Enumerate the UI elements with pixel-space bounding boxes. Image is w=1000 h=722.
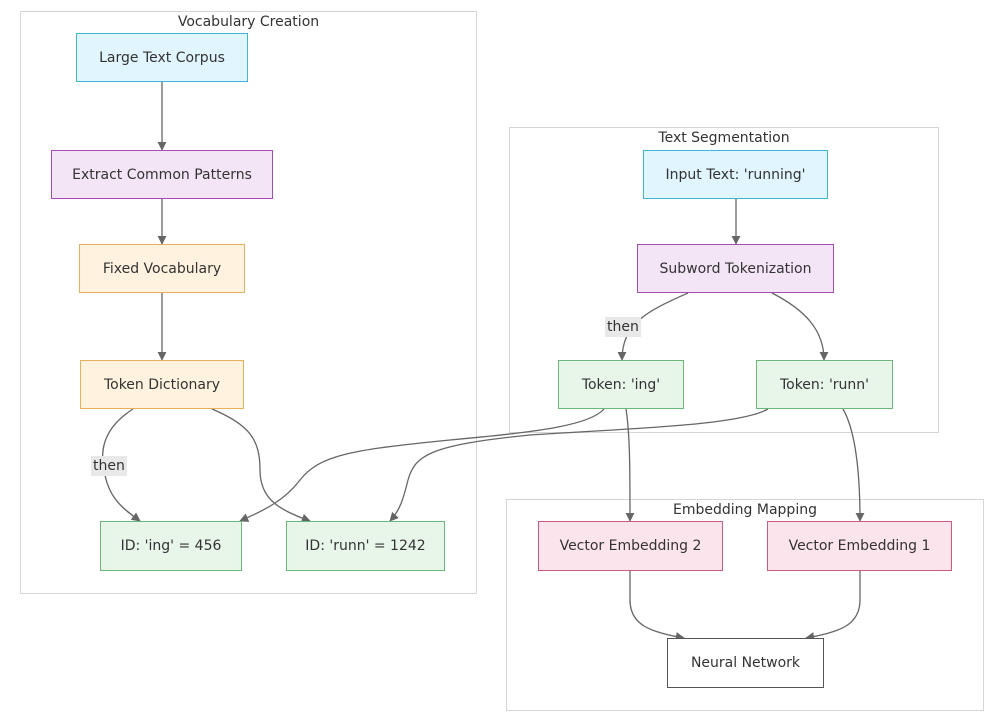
- edge-token-dictionary-id-runn: [211, 408, 311, 523]
- node-label: ID: 'ing' = 456: [120, 538, 222, 554]
- node-input-text[interactable]: Input Text: 'running': [643, 150, 828, 199]
- edge-token-runn-vec1: [842, 408, 865, 522]
- cluster-title: Embedding Mapping: [673, 502, 817, 518]
- edge-label-then: then: [91, 456, 127, 476]
- node-token-runn[interactable]: Token: 'runn': [756, 360, 893, 409]
- node-label: Token: 'ing': [581, 376, 661, 393]
- node-label: Fixed Vocabulary: [102, 260, 222, 277]
- node-token-ing[interactable]: Token: 'ing': [558, 360, 684, 409]
- edge-label-then: then: [605, 317, 641, 337]
- node-fixed-vocabulary[interactable]: Fixed Vocabulary: [79, 244, 245, 293]
- node-vector-embedding-1[interactable]: Vector Embedding 1: [767, 521, 952, 571]
- node-neural-network[interactable]: Neural Network: [667, 638, 824, 688]
- node-label: Vector Embedding 1: [788, 538, 931, 554]
- node-token-dictionary[interactable]: Token Dictionary: [80, 360, 244, 409]
- cluster-vocabulary-creation: Vocabulary Creation: [20, 11, 477, 594]
- edge-token-ing-id-ing: [239, 408, 605, 522]
- edge-token-runn-id-runn: [389, 408, 769, 522]
- node-label: Neural Network: [690, 655, 801, 671]
- edge-subword-token-ing: [617, 292, 689, 361]
- node-label: Extract Common Patterns: [72, 166, 252, 183]
- cluster-title: Vocabulary Creation: [177, 14, 320, 30]
- node-extract-common-patterns[interactable]: Extract Common Patterns: [51, 150, 273, 199]
- edge-subword-token-runn: [771, 292, 829, 361]
- node-subword-tokenization[interactable]: Subword Tokenization: [637, 244, 834, 293]
- node-label: Token Dictionary: [103, 376, 221, 393]
- node-large-text-corpus[interactable]: Large Text Corpus: [76, 33, 248, 82]
- edge-token-ing-vec2: [625, 408, 635, 522]
- cluster-title: Text Segmentation: [658, 130, 790, 146]
- node-id-ing[interactable]: ID: 'ing' = 456: [100, 521, 242, 571]
- node-vector-embedding-2[interactable]: Vector Embedding 2: [538, 521, 723, 571]
- node-id-runn[interactable]: ID: 'runn' = 1242: [286, 521, 445, 571]
- node-label: Token: 'runn': [779, 376, 870, 393]
- node-label: Subword Tokenization: [659, 260, 812, 277]
- node-label: Input Text: 'running': [665, 166, 806, 183]
- node-label: Large Text Corpus: [99, 49, 225, 66]
- node-label: ID: 'runn' = 1242: [305, 538, 426, 554]
- edge-vec2-neural: [629, 571, 685, 642]
- edge-vec1-neural: [805, 571, 861, 642]
- node-label: Vector Embedding 2: [559, 538, 702, 554]
